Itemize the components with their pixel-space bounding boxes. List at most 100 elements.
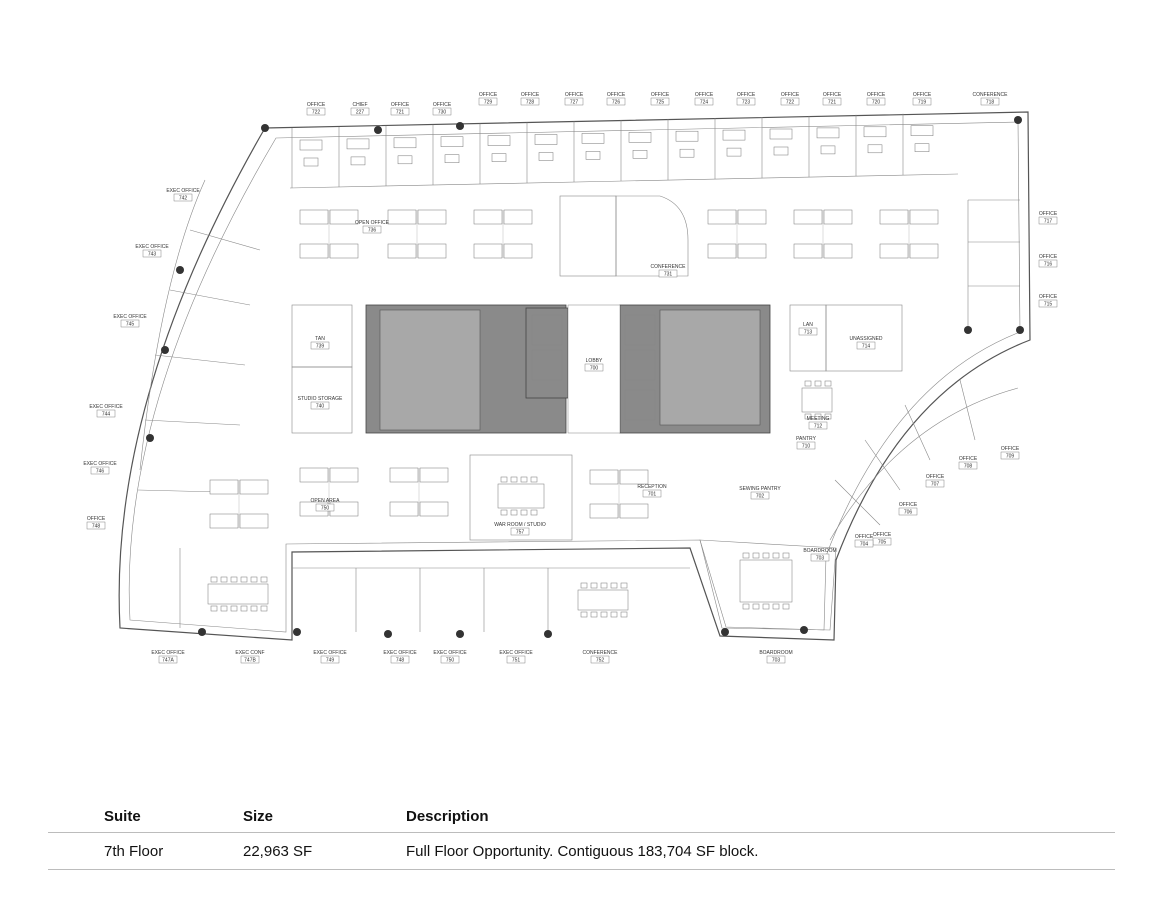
room-label: OFFICE 715	[1038, 294, 1058, 308]
table-row: 7th Floor 22,963 SF Full Floor Opportuni…	[48, 833, 1115, 870]
room-number: 725	[656, 100, 665, 106]
column	[374, 126, 382, 134]
room-name: EXEC OFFICE	[89, 404, 123, 410]
room-name: OFFICE	[87, 516, 106, 522]
room-number: 709	[1006, 454, 1015, 460]
room-name: OFFICE	[1001, 446, 1020, 452]
room-number: 729	[484, 100, 493, 106]
exec-conf-table	[207, 576, 269, 612]
bottom-office-row	[179, 548, 690, 632]
room-name: EXEC OFFICE	[383, 650, 417, 656]
room-name: BOARDROOM	[803, 548, 836, 554]
column	[544, 630, 552, 638]
column	[1014, 116, 1022, 124]
room-number: 227	[356, 110, 365, 116]
room-number: 706	[904, 510, 913, 516]
room-name: OFFICE	[913, 92, 932, 98]
room-name: OFFICE	[479, 92, 498, 98]
room-number: 712	[814, 424, 823, 430]
column	[800, 626, 808, 634]
room-name: OFFICE	[307, 102, 326, 108]
room-number: 701	[648, 492, 657, 498]
workstation-cluster	[299, 209, 359, 259]
room-label: OFFICE 729	[478, 92, 498, 106]
room-number: 731	[664, 272, 673, 278]
room-label: OFFICE 706	[898, 502, 918, 516]
room-number: 700	[590, 366, 599, 372]
column	[964, 326, 972, 334]
studio-storage-room	[291, 366, 353, 434]
room-name: TAN	[315, 336, 325, 342]
table-header-row: Suite Size Description	[48, 800, 1115, 833]
room-number: 707	[931, 482, 940, 488]
workstation-cluster	[473, 209, 533, 259]
column	[456, 122, 464, 130]
room-label: OFFICE 725	[650, 92, 670, 106]
room-name: SEWING PANTRY	[739, 486, 781, 492]
room-name: EXEC OFFICE	[151, 650, 185, 656]
workstation-cluster	[387, 209, 447, 259]
top-office-row	[289, 113, 959, 189]
room-number: 718	[986, 100, 995, 106]
suite-table: Suite Size Description 7th Floor 22,963 …	[48, 800, 1115, 870]
room-label: EXEC OFFICE 751	[499, 650, 533, 664]
room-number: 723	[742, 100, 751, 106]
room-name: OFFICE	[565, 92, 584, 98]
workstation-cluster	[879, 209, 939, 259]
workstation-cluster	[707, 209, 767, 259]
room-number: 736	[368, 228, 377, 234]
room-name: OFFICE	[1039, 294, 1058, 300]
room-label: CONFERENCE 718	[972, 92, 1008, 106]
room-number: 714	[862, 344, 871, 350]
room-name: OFFICE	[695, 92, 714, 98]
room-name: EXEC OFFICE	[313, 650, 347, 656]
inner-outline	[128, 121, 1021, 633]
room-name: WAR ROOM / STUDIO	[494, 522, 546, 528]
room-number: 703	[772, 658, 781, 664]
room-name: PANTRY	[796, 436, 816, 442]
room-name: OFFICE	[391, 102, 410, 108]
room-name: OFFICE	[651, 92, 670, 98]
room-number: 751	[512, 658, 521, 664]
room-label: MEETING 712	[807, 416, 830, 430]
room-number: 708	[964, 464, 973, 470]
room-number: 715	[1044, 302, 1053, 308]
room-name: OFFICE	[899, 502, 918, 508]
meeting-712-table	[801, 380, 833, 420]
room-number: 702	[756, 494, 765, 500]
room-name: LAN	[803, 322, 813, 328]
room-name: OFFICE	[959, 456, 978, 462]
room-number: 716	[1044, 262, 1053, 268]
room-name: EXEC OFFICE	[499, 650, 533, 656]
header-suite: Suite	[104, 807, 141, 825]
column	[1016, 326, 1024, 334]
room-name: CONFERENCE	[972, 92, 1008, 98]
workstation-cluster	[793, 209, 853, 259]
room-name: MEETING	[807, 416, 830, 422]
room-number: 722	[786, 100, 795, 106]
room-name: LOBBY	[586, 358, 603, 364]
